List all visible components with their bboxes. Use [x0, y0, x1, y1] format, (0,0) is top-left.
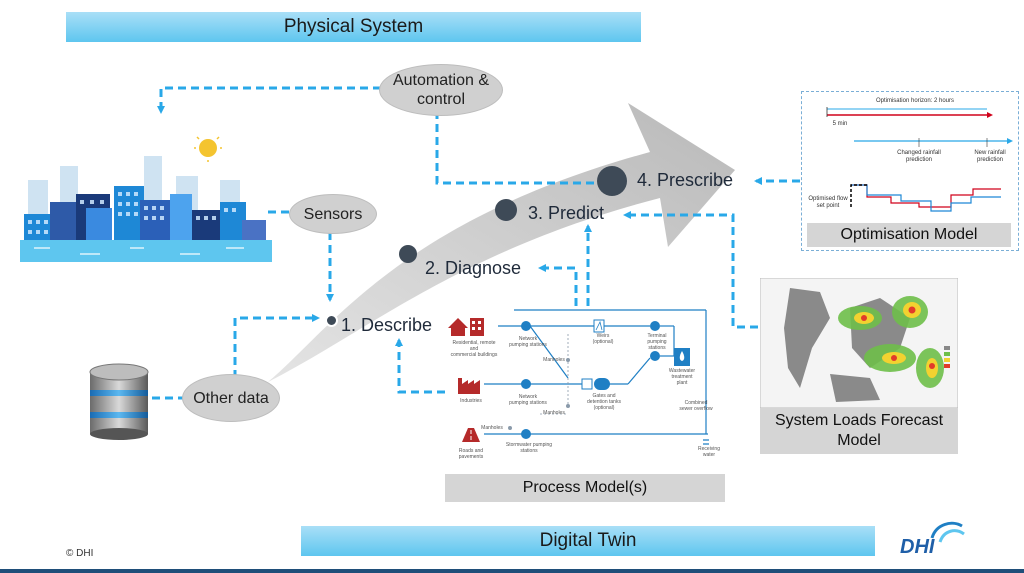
forecast-model-label: System Loads Forecast Model: [774, 412, 944, 449]
physical-system-banner: Physical System: [66, 12, 641, 42]
label-stormwater: Stormwater pumping stations: [505, 442, 553, 454]
tank-icon: [594, 378, 610, 390]
process-model-caption: Process Model(s): [445, 474, 725, 502]
other-data-label: Other data: [193, 389, 269, 407]
forecast-model-caption: System Loads Forecast Model: [760, 408, 958, 454]
opt-5min-label: 5 min: [832, 121, 848, 127]
prescribe-step: 4. Prescribe: [637, 170, 734, 190]
label-wwtp: Wastewater treatment plant: [668, 368, 696, 386]
opt-changed-label: Changed rainfall prediction: [897, 150, 941, 163]
opt-new-label: New rainfall prediction: [974, 150, 1006, 163]
label-roads: Roads and pavements: [458, 448, 484, 460]
process-diagram: [448, 309, 709, 445]
label-terminal: Terminal pumping stations: [647, 333, 667, 351]
pump-node-1: [521, 321, 531, 331]
receiving-water-icon: [703, 439, 709, 445]
sensors-node: Sensors: [289, 194, 377, 234]
optimisation-model-caption: Optimisation Model: [807, 223, 1011, 247]
forecast-map: [760, 278, 958, 408]
dhi-logo-mark: [930, 521, 965, 543]
describe-dot: [325, 314, 338, 327]
label-combined: Combined sewer overflow: [679, 400, 713, 412]
label-receiving: Receiving water: [698, 446, 720, 458]
pump-node-3: [521, 429, 531, 439]
sun-icon: [199, 139, 217, 157]
city-illustration: [20, 136, 272, 262]
dhi-logo-text: DHI: [900, 536, 935, 558]
connector-forecast-predict: [623, 211, 758, 329]
factory-icon: [458, 378, 480, 394]
physical-system-title: Physical System: [283, 16, 424, 37]
optimisation-model-label: Optimisation Model: [840, 226, 978, 243]
diagnose-step: 2. Diagnose: [425, 258, 522, 278]
opt-horizon-label: Optimisation horizon: 2 hours: [875, 98, 955, 104]
label-network1: Network pumping stations: [509, 336, 547, 348]
diagnose-dot: [399, 245, 417, 263]
connector-automation-city: [157, 86, 381, 114]
predict-dot: [495, 199, 517, 221]
database-icon: [89, 363, 149, 440]
label-residential: Residential, remote and commercial build…: [450, 340, 498, 358]
label-gates: Gates and detention tanks (optional): [587, 393, 621, 411]
label-manholes3: Manholes: [481, 425, 503, 431]
terminal-pump: [650, 321, 660, 331]
digital-twin-title: Digital Twin: [539, 530, 637, 551]
copyright: © DHI: [66, 548, 94, 559]
connector-process-describe: [395, 338, 445, 394]
pump-node-2: [521, 379, 531, 389]
label-industries: Industries: [460, 398, 482, 404]
road-icon: [462, 428, 480, 442]
connector-process-diagnose: [538, 264, 578, 306]
connector-otherdata-describe: [233, 314, 320, 378]
predict-step: 3. Predict: [528, 203, 605, 223]
opt-setpoint-label: Optimised flow set point: [808, 196, 848, 209]
terminal-pump-2: [650, 351, 660, 361]
describe-step: 1. Describe: [341, 315, 433, 335]
bottom-strip: [0, 569, 1024, 573]
digital-twin-banner: Digital Twin: [301, 526, 875, 556]
weir-icon: [593, 319, 605, 333]
gate-icon: [581, 378, 593, 390]
automation-node: Automation & control: [379, 64, 503, 116]
label-manholes1: Manholes: [543, 357, 565, 363]
sensors-label: Sensors: [303, 205, 363, 223]
process-model-label: Process Model(s): [522, 479, 648, 496]
automation-label: Automation & control: [392, 72, 490, 108]
label-weirs: Weirs (optional): [592, 333, 614, 345]
label-network2: Network pumping stations: [509, 394, 547, 406]
label-manholes2: Manholes: [543, 410, 565, 416]
prescribe-dot: [597, 166, 627, 196]
connector-prescribe-automation: [435, 112, 620, 185]
optimisation-chart: [826, 107, 1013, 212]
other-data-node: Other data: [182, 374, 280, 422]
